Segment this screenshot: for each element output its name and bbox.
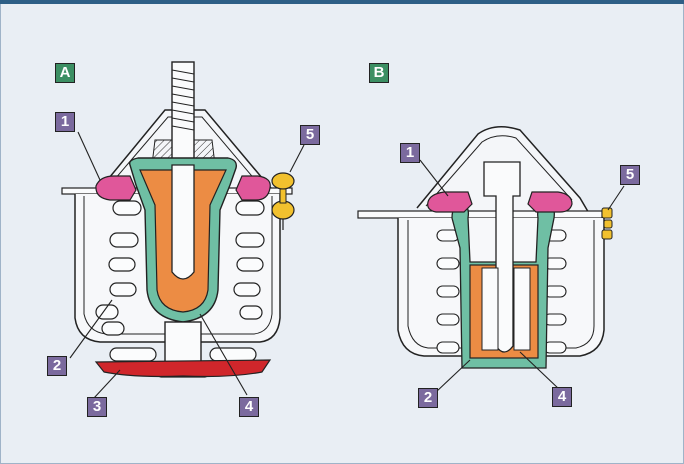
part-label-2-a: 2 (47, 356, 67, 376)
thermostat-a (61, 61, 305, 399)
seal-right-a (235, 175, 271, 201)
part-label-5-b: 5 (620, 165, 640, 185)
seal-right-b (527, 191, 573, 213)
section-label-a: A (55, 63, 75, 83)
part-label-5-a: 5 (300, 125, 320, 145)
section-label-b: B (369, 63, 389, 83)
spring-right-b (543, 229, 567, 354)
base-plate-a (94, 359, 272, 378)
jiggle-valve-b (601, 207, 613, 240)
seal-left-a (95, 175, 137, 201)
spring-right-a (233, 200, 265, 320)
thermostat-b (357, 126, 625, 393)
part-label-1-a: 1 (55, 112, 75, 132)
part-label-4-b: 4 (552, 387, 572, 407)
part-label-2-b: 2 (418, 388, 438, 408)
seal-left-b (427, 191, 473, 213)
part-label-4-a: 4 (239, 397, 259, 417)
part-label-1-b: 1 (400, 143, 420, 163)
part-label-3-a: 3 (87, 397, 107, 417)
spring-left-b (436, 229, 460, 354)
spring-left-a (95, 200, 142, 336)
jiggle-valve-a (271, 172, 295, 230)
top-bar (0, 0, 684, 4)
